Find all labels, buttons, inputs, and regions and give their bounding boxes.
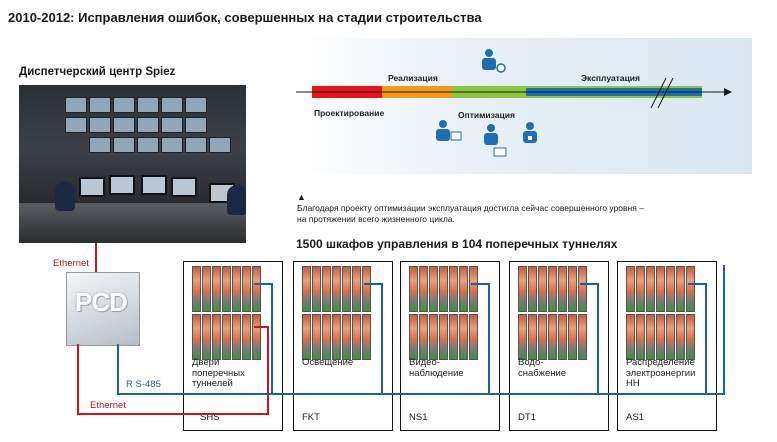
cabinet-fkt: Освещение FKT [293,261,393,431]
cabinet-as1: Распределение электроэнергии НН AS1 [617,261,717,431]
cabinet-label-line: поперечных [192,367,245,379]
cabinet-label-line: электроэнергии [626,367,696,379]
person-desk-icon [523,122,537,143]
cabinet-label-line: Освещение [302,357,354,368]
rs485-drop [254,283,273,394]
rs485-drop [580,283,599,394]
ethernet-line-bottom [77,326,269,415]
pcd-controller: PCD [66,272,140,346]
cabinet-code: NS1 [409,412,428,423]
rs485-drop [471,283,490,394]
cabinet-ns1: Видео- наблюдение NS1 [400,261,500,431]
cabinet-dt1: Водо- снабжение DT1 [509,261,609,431]
cabinet-code: FKT [302,412,320,423]
phase-label-operation: Эксплуатация [581,73,640,83]
person-laptop-icon [484,124,507,157]
cabinets-heading: 1500 шкафов управления в 104 поперечных … [296,237,618,251]
cabinet-label-line: наблюдение [409,367,464,379]
cabinet-label-line: снабжение [518,367,567,379]
control-center-label: Диспетчерский центр Spiez [19,66,176,78]
cabinet-code: AS1 [626,412,644,423]
phase-label-implementation: Реализация [388,73,438,83]
cabinet-label-line: Видео- [409,357,440,368]
control-room-photo [19,85,246,243]
person-chart-icon [482,49,506,73]
cabinet-label-line: туннелей [192,378,233,389]
rs485-drop [364,283,383,394]
cabinet-label-line: Двери [192,357,220,368]
cabinet-label-line: Водо- [518,357,544,368]
caption-line-2: на протяжении всего жизненного цикла. [297,214,455,224]
page-title: 2010-2012: Исправления ошибок, совершенн… [8,10,482,25]
ethernet-label-top: Ethernet [53,258,89,269]
pcd-logo-text: PCD [75,287,128,317]
cabinet-code: DT1 [518,412,536,423]
lifecycle-timeline: Проектирование Реализация Оптимизация Эк… [296,38,752,174]
rs485-drop [688,283,707,394]
cabinet-label-line: Распределение [626,357,695,368]
person-document-icon [436,120,462,141]
cabinet-shs: Двери поперечных туннелей SHS [183,261,283,431]
cabinet-label-line: НН [626,378,640,389]
phase-label-design: Проектирование [314,108,385,118]
caption-line-1: Благодаря проекту оптимизации эксплуатац… [297,203,644,213]
timeline-caption: ▲ Благодаря проекту оптимизации эксплуат… [297,192,677,225]
rs485-label: R S-485 [126,379,161,390]
ethernet-label-bottom: Ethernet [90,400,126,411]
caption-marker: ▲ [297,192,306,202]
cabinet-code: SHS [200,412,220,423]
rs485-bus-line [117,265,725,395]
phase-label-optimization: Оптимизация [458,110,515,120]
